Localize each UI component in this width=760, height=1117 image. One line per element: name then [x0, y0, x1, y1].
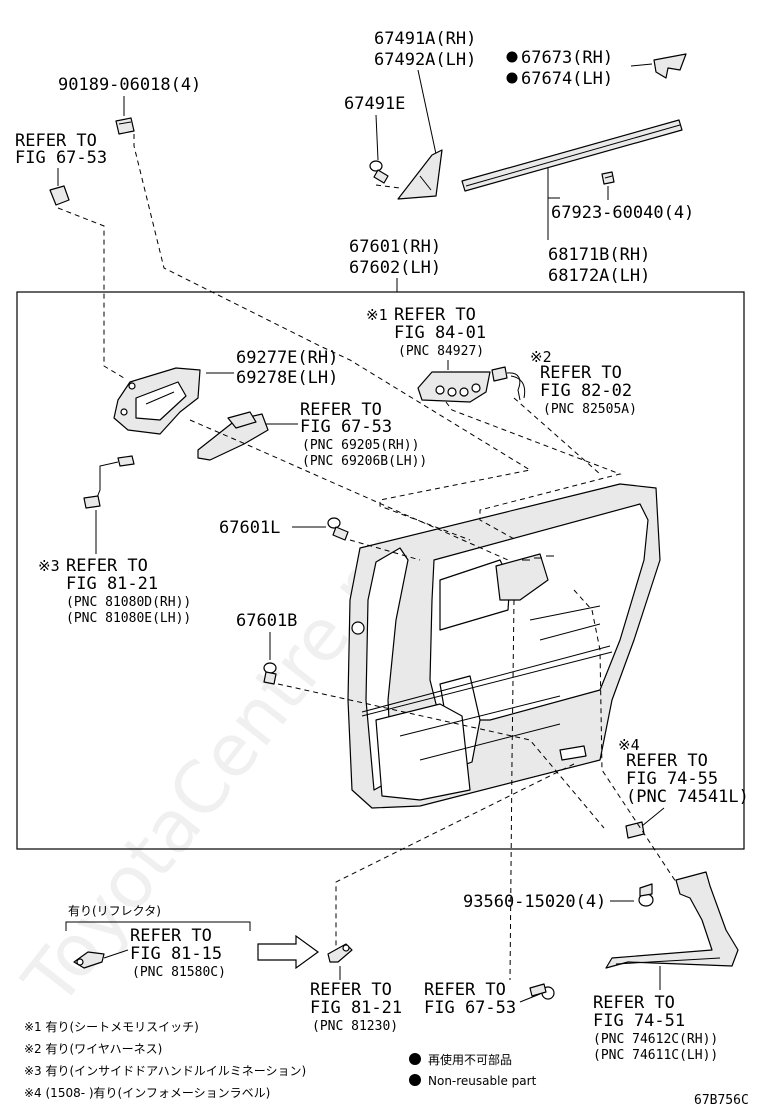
refer-74-51-line1: REFER TO: [593, 993, 675, 1013]
label-67673: 67673(RH): [521, 48, 613, 68]
non-reusable-dot-67673: [506, 51, 518, 63]
refer-74-55-line3: (PNC 74541L): [626, 787, 749, 807]
label-67491a: 67491A(RH): [374, 29, 476, 49]
weatherstrip-68171b: [461, 119, 683, 192]
clip-refer-67-53: [49, 185, 70, 206]
refer-81-line3: (PNC 81080D(RH)): [66, 595, 191, 610]
refer-8115-line1: REFER TO: [130, 926, 212, 946]
refer-8121b-line2: FIG 81-21: [310, 998, 402, 1018]
legend-jp: 再使用不可部品: [428, 1052, 512, 1067]
refer-82-line2: FIG 82-02: [540, 381, 632, 401]
legend-dot-en: [409, 1074, 421, 1086]
label-67923: 67923-60040(4): [551, 203, 694, 223]
screw-93560: [638, 883, 654, 907]
label-67491e: 67491E: [344, 94, 405, 114]
screw-refer-67-53: [529, 983, 555, 1000]
refer-82-line3: (PNC 82505A): [543, 402, 637, 417]
note-mark-2: ※2: [530, 348, 552, 366]
refer-81-line1: REFER TO: [66, 556, 148, 576]
label-90189: 90189-06018(4): [58, 75, 201, 95]
handle-bezel-69277e: [113, 367, 201, 435]
label-69278e: 69278E(LH): [236, 368, 338, 388]
label-67492a: 67492A(LH): [374, 50, 476, 70]
clip-67601b: [263, 662, 277, 685]
refer-8121b-line3: (PNC 81230): [312, 1019, 398, 1034]
refer-84-line1: REFER TO: [394, 305, 476, 325]
label-67674: 67674(LH): [521, 69, 613, 89]
note-1: ※1 有り(シートメモリスイッチ): [24, 1020, 199, 1034]
courtesy-lamp-socket: [327, 943, 353, 963]
inside-door-handle: [197, 411, 269, 461]
refer-74-51-line4: (PNC 74611C(LH)): [593, 1048, 718, 1063]
reflector-lamp: [73, 951, 105, 969]
note-4: ※4 (1508- )有り(インフォメーションラベル): [24, 1086, 270, 1100]
clip-90189: [115, 117, 135, 135]
clip-67673: [653, 53, 687, 79]
refer-8121b-line1: REFER TO: [310, 980, 392, 1000]
illumination-wire: [83, 455, 135, 509]
label-67601b: 67601B: [236, 611, 297, 631]
note-mark-3: ※3: [38, 557, 60, 575]
label-67602: 67602(LH): [349, 258, 441, 278]
legend-dot-jp: [409, 1053, 421, 1065]
label-68172a: 68172A(LH): [548, 266, 650, 286]
wire-harness: [491, 366, 526, 401]
clip-67923: [601, 171, 615, 185]
refer-6753b-line2: FIG 67-53: [300, 417, 392, 437]
refer-74-55-line1: REFER TO: [626, 751, 708, 771]
refer-81-line4: (PNC 81080E(LH)): [66, 611, 191, 626]
armrest-ornament: [605, 871, 739, 969]
refer-82-line1: REFER TO: [540, 363, 622, 383]
legend-en: Non-reusable part: [428, 1074, 537, 1088]
refer-6753b-line4: (PNC 69206B(LH)): [302, 454, 427, 469]
note-mark-4: ※4: [618, 736, 640, 754]
label-69277e: 69277E(RH): [236, 348, 338, 368]
door-trim-board: [347, 483, 661, 809]
clip-67601l: [327, 517, 349, 541]
seat-memory-switch: [417, 371, 491, 403]
refer-6753b-line1: REFER TO: [300, 400, 382, 420]
refer-67-53-a-line1: REFER TO: [15, 131, 97, 151]
refer-6753b-line3: (PNC 69205(RH)): [302, 438, 419, 453]
label-67601l: 67601L: [219, 518, 280, 538]
note-3: ※3 有り(インサイドドアハンドルイルミネーション): [24, 1064, 306, 1078]
clip-67491e: [369, 160, 389, 184]
reflector-title: 有り(リフレクタ): [68, 904, 161, 918]
door-trim-frame: [16, 291, 745, 850]
information-label: [625, 821, 645, 839]
arrow-icon: [257, 934, 320, 970]
note-mark-1: ※1: [366, 306, 388, 324]
refer-8115-line2: FIG 81-15: [130, 944, 222, 964]
refer-6753c-line1: REFER TO: [424, 980, 506, 1000]
note-2: ※2 有り(ワイヤハーネス): [24, 1042, 162, 1056]
diagram-id: 67B756C: [694, 1093, 749, 1108]
refer-84-line3: (PNC 84927): [398, 344, 484, 359]
label-68171b: 68171B(RH): [548, 245, 650, 265]
refer-84-line2: FIG 84-01: [394, 323, 486, 343]
refer-81-line2: FIG 81-21: [66, 574, 158, 594]
assembly-guide-lines: [57, 134, 681, 981]
refer-67-53-a-line2: FIG 67-53: [15, 148, 107, 168]
refer-74-55-line2: FIG 74-55: [626, 769, 718, 789]
corner-cover-67491a: [397, 149, 443, 200]
label-67601: 67601(RH): [349, 237, 441, 257]
label-93560: 93560-15020(4): [463, 892, 606, 912]
refer-8115-line3: (PNC 81580C): [132, 965, 226, 980]
non-reusable-dot-67674: [506, 72, 518, 84]
refer-6753c-line2: FIG 67-53: [424, 998, 516, 1018]
refer-74-51-line2: FIG 74-51: [593, 1011, 685, 1031]
refer-74-51-line3: (PNC 74612C(RH)): [593, 1032, 718, 1047]
